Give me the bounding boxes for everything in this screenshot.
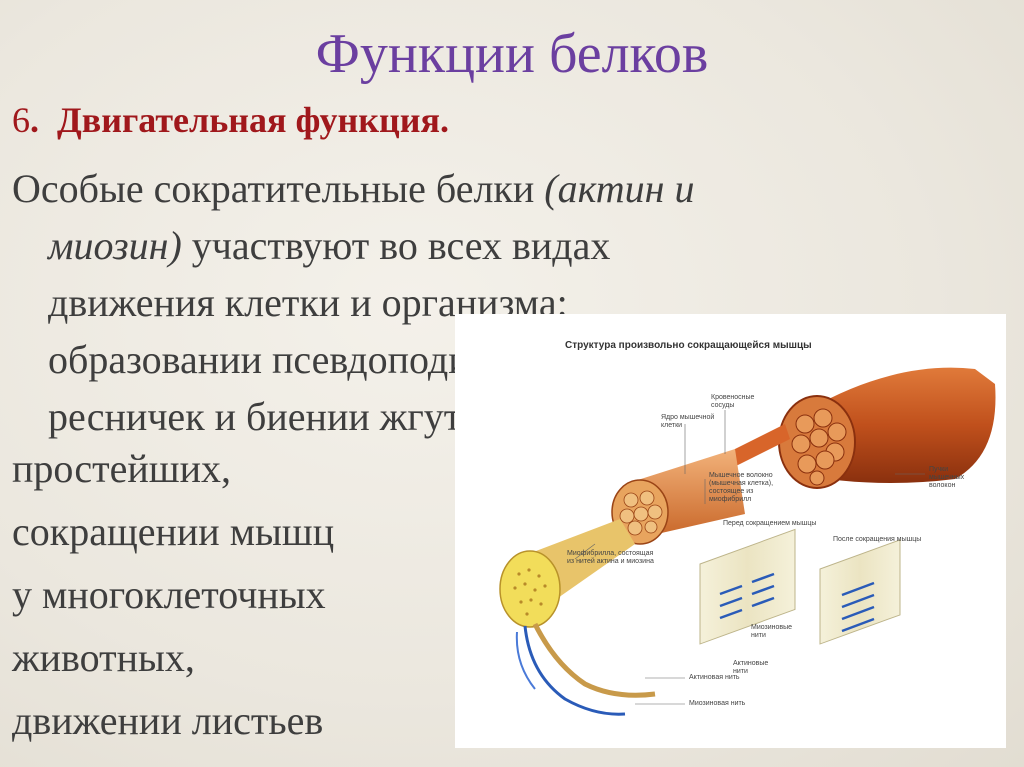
paragraph-line-2-italic: миозин) <box>48 223 182 268</box>
lower-line-3: у многоклеточных <box>12 572 326 617</box>
figure-title: Структура произвольно сокращающейся мышц… <box>565 340 812 351</box>
section-heading: 6. Двигательная функция. <box>12 98 449 142</box>
label-nucleus: Ядро мышечной клетки <box>661 414 715 429</box>
slide-title: Функции белков <box>315 23 709 85</box>
actin-strand <box>532 622 656 698</box>
heading-text: Двигательная функция. <box>57 100 449 140</box>
label-myofibril: Миофибрилла, состоящая из нитей актина и… <box>567 550 654 565</box>
lower-line-1: простейших, <box>12 446 232 491</box>
muscle-illustration <box>499 367 996 716</box>
label-myosin-filaments: Миозиновые нити <box>751 624 793 639</box>
myosin-strand-2 <box>515 631 536 690</box>
label-blood-vessels: Кровеносные сосуды <box>711 394 755 409</box>
paragraph-line-1-italic: (актин и <box>544 166 695 211</box>
paragraph-line-1-text: Особые сократительные белки <box>12 166 545 211</box>
label-bundles: Пучки мышечных волокон <box>929 466 965 489</box>
lower-text: простейших, сокращении мышц у многоклето… <box>12 440 334 755</box>
leader-lines <box>574 410 925 705</box>
label-actin-filaments: Актиновые нити <box>733 660 769 675</box>
lower-line-5: движении листьев <box>12 698 324 743</box>
paragraph-line-2: миозин) участвуют во всех видах <box>12 217 1012 274</box>
cylinder-after <box>819 539 901 645</box>
paragraph-line-1: Особые сократительные белки (актин и <box>12 160 1012 217</box>
myofibril-dots <box>513 568 547 616</box>
lower-line-4: животных, <box>12 635 195 680</box>
fiber-cells <box>619 490 663 536</box>
lower-line-2: сокращении мышц <box>12 509 335 554</box>
label-after: После сокращения мышцы <box>833 536 922 543</box>
muscle-structure-figure: Структура произвольно сокращающейся мышц… <box>455 314 1006 748</box>
label-myosin-filament: Миозиновая нить <box>689 700 746 707</box>
heading-number: 6 <box>12 100 30 140</box>
myofibril-end <box>499 550 561 628</box>
label-before: Перед сокращением мышцы <box>723 520 817 527</box>
label-muscle-fiber: Мышечное волокно (мышечная клетка), сост… <box>709 472 774 503</box>
label-actin-filament: Актиновая нить <box>689 674 740 681</box>
myosin-strand <box>523 625 626 716</box>
bundle-cells <box>791 408 847 486</box>
cylinder-before <box>699 528 796 645</box>
heading-dot: . <box>30 100 39 140</box>
paragraph-line-2-text: участвуют во всех видах <box>181 223 611 268</box>
